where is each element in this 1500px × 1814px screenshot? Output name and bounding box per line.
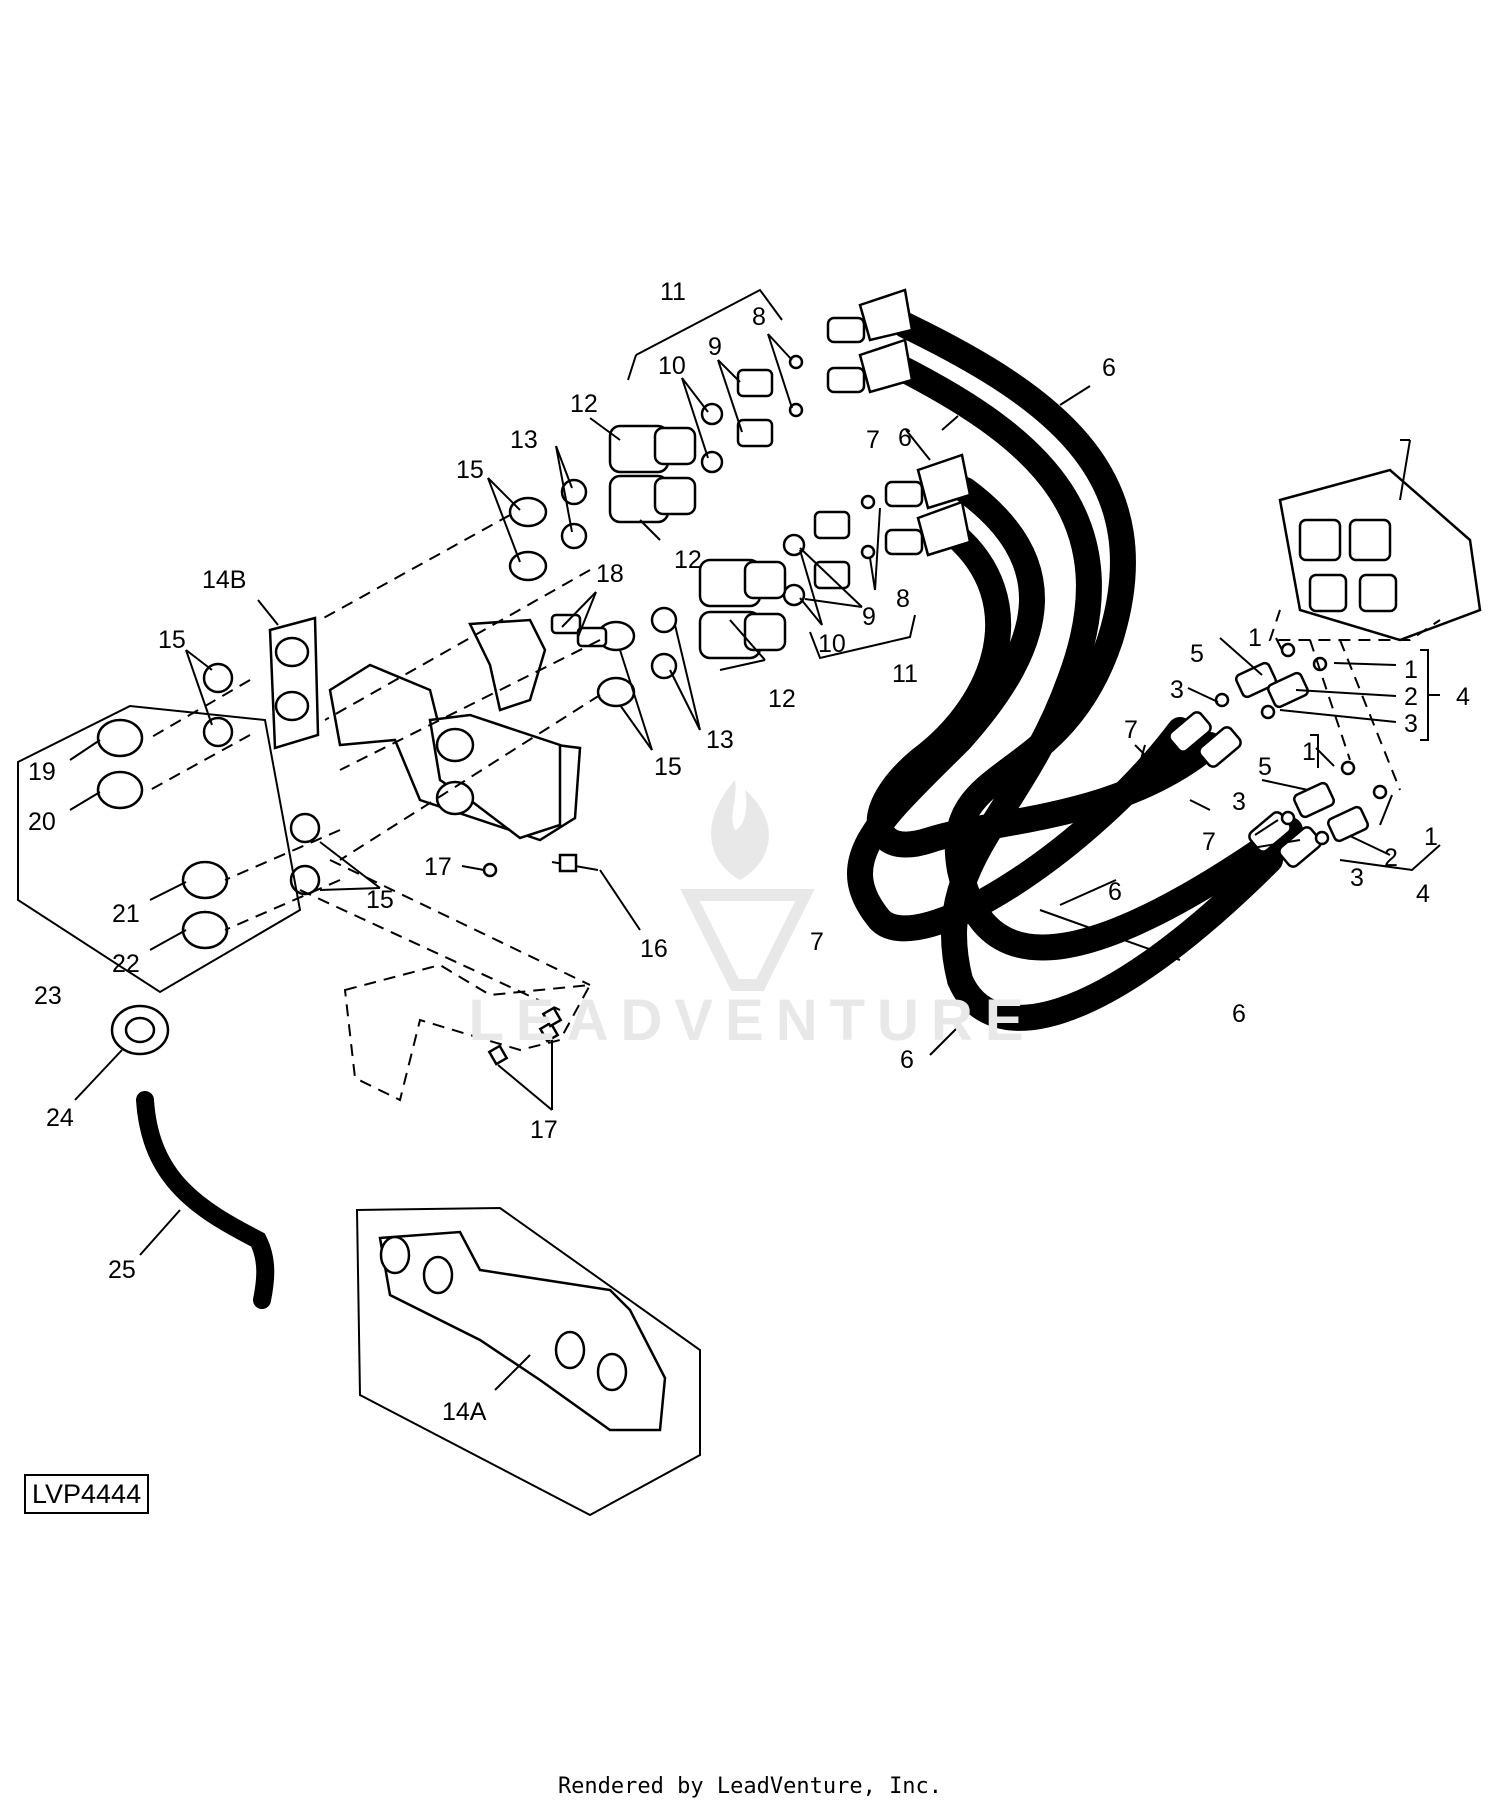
callout-9: 9 <box>862 603 876 631</box>
callout-3: 3 <box>1170 676 1184 704</box>
callout-12: 12 <box>768 685 796 713</box>
lower-coupler-set <box>596 494 876 708</box>
callout-11: 11 <box>892 660 918 688</box>
leader-lines <box>69 288 1441 1391</box>
lower-mount-bracket <box>343 963 592 1102</box>
callout-11: 11 <box>660 278 686 306</box>
callout-13: 13 <box>510 426 538 454</box>
bracket-14b <box>268 616 599 878</box>
callout-4: 4 <box>1416 880 1430 908</box>
callout-15: 15 <box>456 456 484 484</box>
collar-and-tube <box>110 1004 275 1309</box>
callout-7: 7 <box>866 426 880 454</box>
callout-7: 7 <box>1124 716 1138 744</box>
reference-code: LVP4444 <box>24 1474 150 1514</box>
callout-2: 2 <box>1384 844 1398 872</box>
callout-6: 6 <box>1102 354 1116 382</box>
callout-5: 5 <box>1190 640 1204 668</box>
small-bracket <box>468 613 608 712</box>
control-valve <box>1268 439 1482 642</box>
callout-5: 5 <box>1258 753 1272 781</box>
callout-1: 1 <box>1404 656 1418 684</box>
callout-6: 6 <box>898 424 912 452</box>
callout-8: 8 <box>752 303 766 331</box>
dust-cap-kit <box>17 704 302 994</box>
callout-15: 15 <box>654 753 682 781</box>
hose-fittings-upper <box>826 288 972 557</box>
callout-24: 24 <box>46 1104 74 1132</box>
footer-credit: Rendered by LeadVenture, Inc. <box>557 1774 943 1799</box>
callout-6: 6 <box>1232 1000 1246 1028</box>
callout-14a: 14A <box>442 1398 487 1426</box>
hose-6-upper <box>892 312 1303 961</box>
callout-1: 1 <box>1302 738 1316 766</box>
callout-1: 1 <box>1424 823 1438 851</box>
callout-3: 3 <box>1350 864 1364 892</box>
hose-7-upper <box>847 477 1193 942</box>
callout-20: 20 <box>28 808 56 836</box>
hose-group <box>847 312 1303 1031</box>
callout-16: 16 <box>640 935 668 963</box>
callout-3: 3 <box>1232 788 1246 816</box>
callout-18: 18 <box>596 560 624 588</box>
callout-23: 23 <box>34 982 62 1010</box>
callout-12: 12 <box>674 546 702 574</box>
callout-3: 3 <box>1404 710 1418 738</box>
callout-17: 17 <box>424 853 452 881</box>
callout-1: 1 <box>1248 624 1262 652</box>
callout-19: 19 <box>28 758 56 786</box>
valve-fittings <box>1214 642 1388 846</box>
callout-2: 2 <box>1404 683 1418 711</box>
assembly-lines <box>149 514 1401 1011</box>
callout-15: 15 <box>366 886 394 914</box>
hose-fittings-lower <box>1168 711 1322 868</box>
callout-7: 7 <box>1202 828 1216 856</box>
callout-15: 15 <box>158 626 186 654</box>
callout-labels: 11 8 9 10 12 13 15 14B 18 6 6 7 12 9 8 1… <box>28 278 1470 1426</box>
callout-25: 25 <box>108 1256 136 1284</box>
callout-4: 4 <box>1456 683 1470 711</box>
callout-17: 17 <box>530 1116 558 1144</box>
hose-7-lower <box>866 522 1223 858</box>
callout-10: 10 <box>818 630 846 658</box>
callout-21: 21 <box>112 900 140 928</box>
callout-7: 7 <box>810 928 824 956</box>
callout-6: 6 <box>900 1046 914 1074</box>
callout-22: 22 <box>112 950 140 978</box>
callout-13: 13 <box>706 726 734 754</box>
snap-rings <box>202 662 321 896</box>
callout-8: 8 <box>896 585 910 613</box>
callout-6: 6 <box>1108 878 1122 906</box>
upper-coupler-set <box>508 354 804 582</box>
inset-14a <box>355 1206 701 1517</box>
callout-10: 10 <box>658 352 686 380</box>
callout-14b: 14B <box>202 566 246 594</box>
callout-9: 9 <box>708 333 722 361</box>
callout-12: 12 <box>570 390 598 418</box>
